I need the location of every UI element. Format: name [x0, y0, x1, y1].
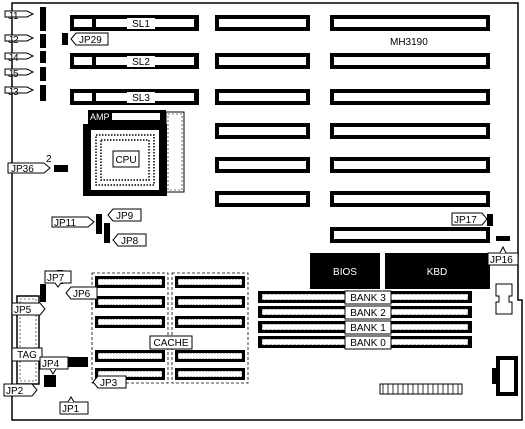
bank-label-0: BANK 0	[350, 338, 386, 349]
expansion-slots-middle	[215, 15, 310, 207]
jumper-label-jp36: JP36	[11, 164, 34, 175]
jumper-label-jp7: JP7	[47, 273, 65, 284]
jumper-label-j5: J5	[8, 69, 19, 80]
memory-bank-2: BANK 2	[258, 305, 472, 320]
battery-part	[495, 283, 513, 315]
jumper-label-jp17: JP17	[454, 215, 477, 226]
bank-label-3: BANK 3	[350, 293, 386, 304]
cpu-socket: AMP CPU	[83, 110, 185, 196]
memory-bank-0: BANK 0	[258, 335, 472, 350]
jumper-label-jp9: JP9	[116, 211, 134, 222]
jumper-label-jp8: JP8	[121, 236, 139, 247]
bank-label-1: BANK 1	[350, 323, 386, 334]
cpu-socket-label: AMP	[90, 112, 110, 122]
jp36-pin-label: 2	[46, 154, 52, 165]
slot-label-sl1: SL1	[132, 19, 150, 30]
jumper-label-jp11: JP11	[54, 218, 76, 229]
jumper-label-jp1: JP1	[62, 404, 80, 415]
bios-label: BIOS	[333, 267, 357, 278]
expansion-slots-right	[330, 15, 490, 243]
keyboard-label: KBD	[427, 267, 448, 278]
expansion-slot-sl3: SL3	[70, 89, 199, 105]
expansion-slot-sl2: SL2	[70, 53, 199, 69]
memory-bank-3: BANK 3	[258, 290, 472, 305]
keyboard-chip: KBD	[385, 253, 490, 289]
bank-label-2: BANK 2	[350, 308, 386, 319]
keyboard-connector	[492, 356, 518, 396]
jumper-label-jp6: JP6	[73, 289, 91, 300]
slot-label-sl3: SL3	[132, 93, 150, 104]
tag-label: TAG	[17, 350, 37, 361]
jumper-label-jp4: JP4	[42, 359, 60, 370]
memory-bank-1: BANK 1	[258, 320, 472, 335]
cache-label: CACHE	[153, 338, 188, 349]
bottom-connector	[379, 383, 463, 395]
model-label: MH3190	[390, 37, 428, 48]
expansion-slot-sl1: SL1	[70, 15, 199, 31]
cache-area: CACHE	[91, 272, 249, 384]
cpu-label: CPU	[115, 155, 136, 166]
jumper-label-jp3: JP3	[100, 378, 118, 389]
jumper-label-j3: J3	[8, 87, 19, 98]
jumper-label-jp2: JP2	[6, 386, 24, 397]
jumper-label-jp29: JP29	[79, 35, 102, 46]
jumper-label-jp16: JP16	[490, 255, 513, 266]
jumper-labels: J1 J2 JP29 J4 J5 J3 2 JP36 JP11 JP9 JP8 …	[3, 10, 519, 415]
jumper-label-jp5: JP5	[14, 305, 32, 316]
bios-chip: BIOS	[310, 253, 380, 289]
jumper-label-j2: J2	[8, 35, 19, 46]
slot-label-sl2: SL2	[132, 57, 150, 68]
jumper-label-j1: J1	[8, 11, 19, 22]
jumper-label-j4: J4	[8, 53, 19, 64]
